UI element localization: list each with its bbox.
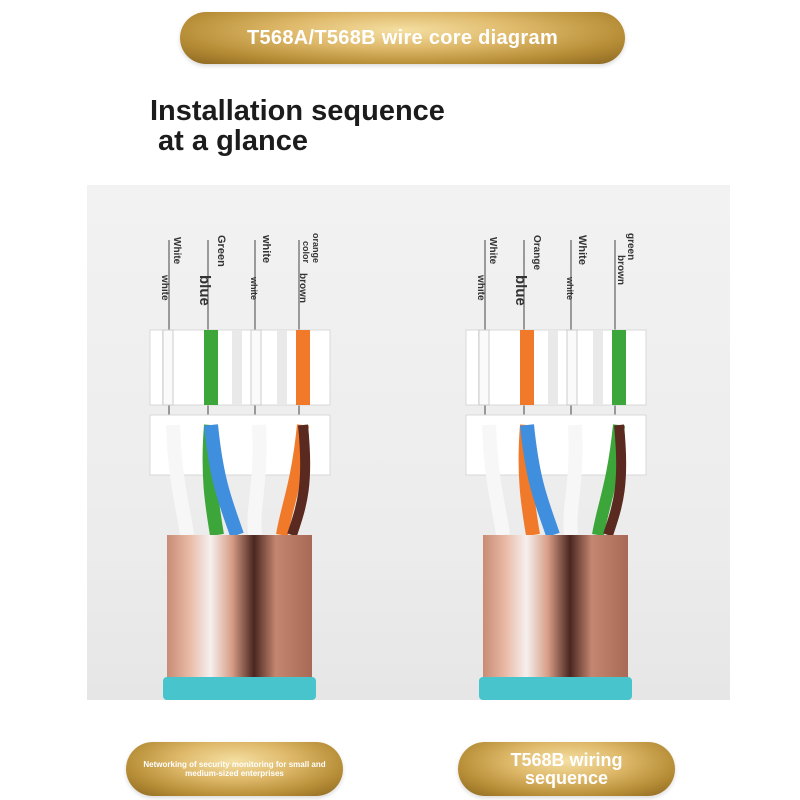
wire-label: color: [301, 241, 311, 264]
connector-illustration-a: [149, 240, 331, 700]
wire-white: [566, 329, 578, 406]
page-headline: Installation sequence at a glance: [150, 96, 445, 156]
wire-label: Green: [215, 235, 227, 267]
header-title-banner: T568A/T568B wire core diagram: [180, 12, 625, 64]
wire-green: [612, 330, 626, 405]
wire-label: white: [159, 275, 170, 301]
wire-label: orange: [311, 233, 321, 264]
slot-divider: [548, 330, 558, 405]
wire-white: [162, 329, 174, 406]
wire-label: white: [249, 277, 259, 301]
wire-label: blue: [512, 275, 529, 306]
slot-divider: [277, 330, 287, 405]
wire-label: white: [475, 275, 486, 301]
slot-divider: [232, 330, 242, 405]
footer-caption-left: Networking of security monitoring for sm…: [126, 742, 343, 796]
wire-blue-strand: [520, 424, 560, 538]
cable-shield: [483, 535, 628, 680]
cable-shield: [167, 535, 312, 680]
header-title: T568A/T568B wire core diagram: [246, 26, 559, 49]
wire-orange: [520, 330, 534, 405]
headline-line-2: at a glance: [150, 125, 308, 157]
wire-white-strand: [166, 424, 194, 536]
footer-caption-right-line-1: T568B wiring: [510, 750, 623, 770]
cable-jacket: [479, 677, 632, 700]
wire-brown-strand: [287, 424, 311, 537]
footer-caption-left-text: Networking of security monitoring for sm…: [143, 760, 326, 778]
wire-white: [250, 329, 262, 406]
wiring-diagram-a: White white Green blue white white orang…: [87, 185, 414, 700]
wire-blue-strand: [204, 424, 244, 538]
wire-label: brown: [615, 255, 626, 285]
wiring-diagram-b: White white Orange blue White white gree…: [403, 185, 730, 700]
cable-jacket: [163, 677, 316, 700]
slot-divider: [593, 330, 603, 405]
connector-illustration-b: [465, 240, 647, 700]
footer-caption-right-line-2: sequence: [524, 768, 609, 788]
wire-label: White: [171, 237, 182, 265]
wire-white: [478, 329, 490, 406]
wire-white-strand: [247, 424, 267, 536]
wire-orange: [296, 330, 310, 405]
wire-green: [204, 330, 218, 405]
wire-label: green: [625, 233, 636, 261]
wire-label: blue: [196, 275, 213, 306]
wire-label: Orange: [531, 235, 542, 271]
wire-label: White: [487, 237, 498, 265]
wire-brown-strand: [603, 424, 627, 537]
wire-label: white: [565, 277, 575, 301]
wire-white-strand: [482, 424, 510, 536]
wire-label: white: [260, 235, 272, 264]
headline-line-1: Installation sequence: [150, 95, 445, 127]
wire-label: White: [576, 235, 588, 265]
wire-label: brown: [297, 273, 308, 303]
wire-white-strand: [563, 424, 583, 536]
